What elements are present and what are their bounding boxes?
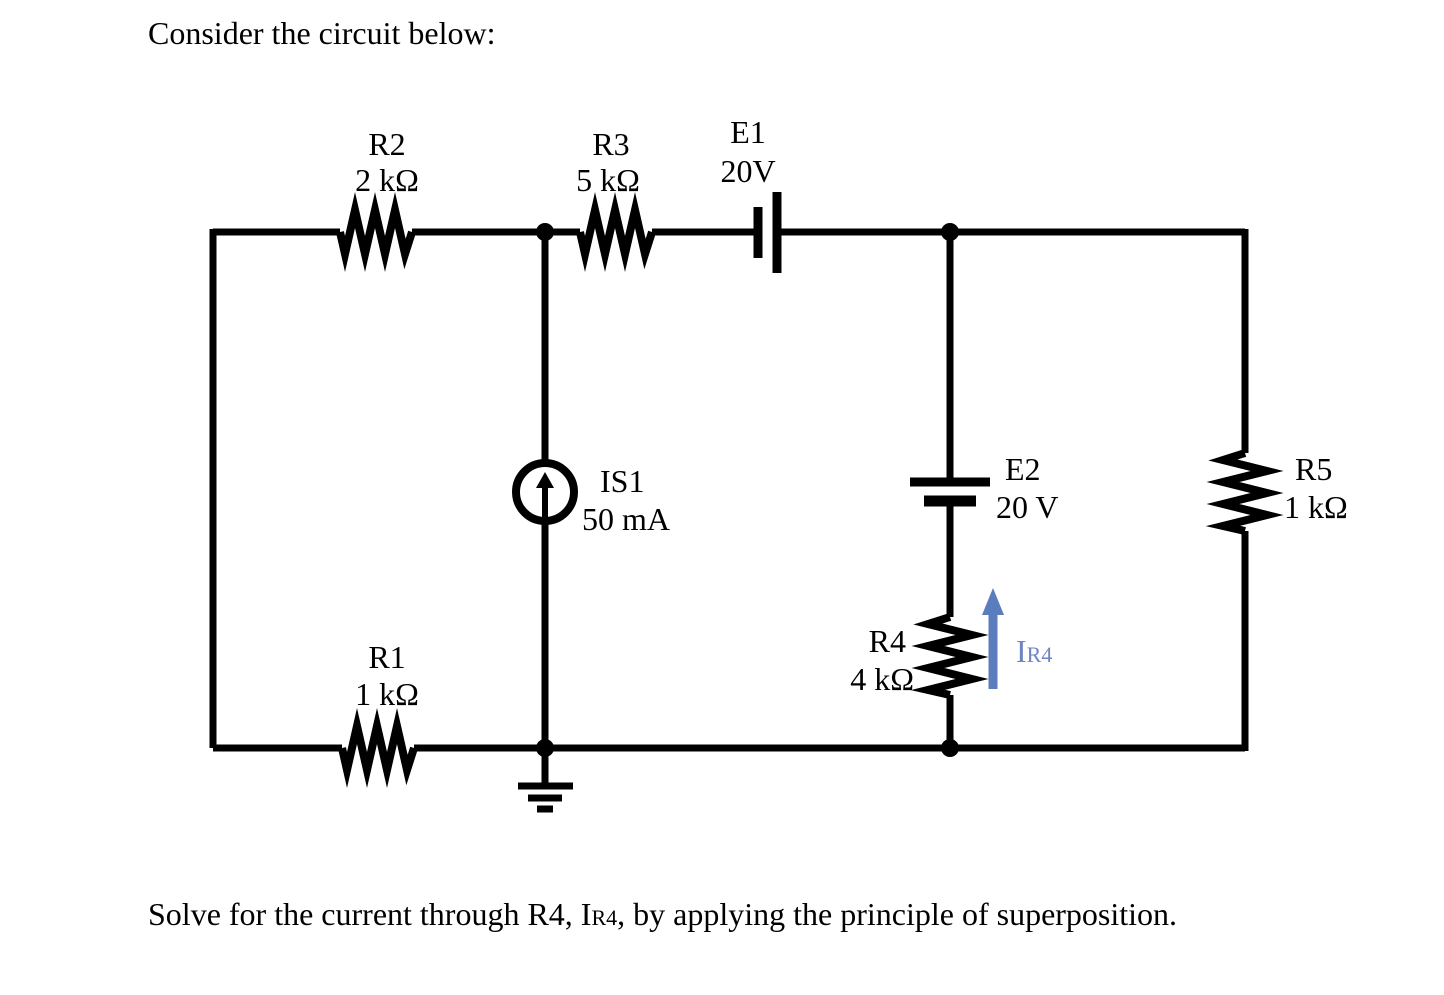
is1-label: IS1 bbox=[600, 463, 644, 499]
ground-icon bbox=[518, 748, 573, 813]
junction-dot-top-right bbox=[941, 223, 959, 241]
r3-label: R3 bbox=[592, 126, 629, 162]
current-source-is1-symbol bbox=[512, 459, 578, 525]
page-title: Consider the circuit below: bbox=[148, 15, 495, 51]
junction-dot-bottom-right bbox=[941, 739, 959, 757]
r4-label: R4 bbox=[869, 623, 906, 659]
e1-label: E1 bbox=[730, 114, 766, 150]
r1-label: R1 bbox=[368, 639, 405, 675]
resistor-r4-symbol bbox=[910, 613, 989, 699]
question-text: Solve for the current through R4, IR4, b… bbox=[148, 896, 1177, 932]
ir4-current-label: IR4 bbox=[1016, 633, 1052, 669]
r5-value: 1 kΩ bbox=[1284, 489, 1348, 525]
junction-dot-top-left bbox=[536, 223, 554, 241]
e2-label: E2 bbox=[1005, 451, 1041, 487]
current-source-circle bbox=[512, 459, 578, 525]
e1-value: 20V bbox=[720, 153, 775, 189]
resistor-r1-symbol bbox=[338, 707, 418, 789]
e2-value: 20 V bbox=[996, 489, 1059, 525]
r1-value: 1 kΩ bbox=[355, 676, 419, 712]
resistor-r3-symbol bbox=[576, 191, 656, 273]
circuit-wires bbox=[209, 228, 1249, 752]
resistor-r2-symbol bbox=[336, 191, 416, 273]
r3-value: 5 kΩ bbox=[576, 162, 640, 198]
resistor-r5-symbol bbox=[1205, 449, 1284, 535]
is1-value: 50 mA bbox=[582, 501, 670, 537]
r2-label: R2 bbox=[368, 126, 405, 162]
current-source-arrow-head bbox=[536, 472, 554, 488]
r2-value: 2 kΩ bbox=[355, 162, 419, 198]
r4-value: 4 kΩ bbox=[850, 661, 914, 697]
r5-label: R5 bbox=[1295, 451, 1332, 487]
ir4-arrow-icon bbox=[982, 588, 1004, 689]
